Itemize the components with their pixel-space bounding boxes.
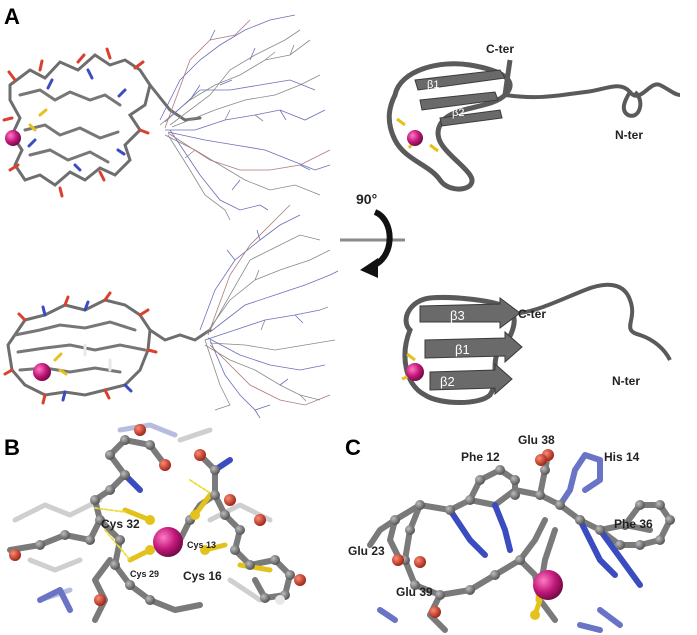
bottom-ribbon-cartoon bbox=[401, 282, 672, 405]
metal-ion-top-ensemble bbox=[5, 130, 21, 146]
metal-ion-top-ribbon bbox=[407, 130, 423, 146]
top-flexible-tail-lines bbox=[159, 14, 331, 221]
panel-a-letter: A bbox=[4, 4, 20, 29]
rotation-angle-label: 90° bbox=[356, 191, 377, 207]
label-cys13: Cys 13 bbox=[187, 540, 216, 550]
label-beta3-bottom: β3 bbox=[450, 308, 465, 323]
metal-ion-panel-b bbox=[153, 527, 183, 557]
metal-ion-panel-c bbox=[533, 570, 563, 600]
label-beta3-top: β3 bbox=[480, 83, 490, 93]
label-phe36: Phe 36 bbox=[614, 517, 653, 531]
bottom-ensemble-structure bbox=[3, 291, 212, 405]
metal-ion-bottom-ensemble bbox=[33, 363, 51, 381]
top-ensemble-structure bbox=[2, 47, 202, 198]
label-beta1-top: β1 bbox=[427, 79, 439, 91]
bottom-flexible-tail-lines bbox=[199, 204, 339, 419]
label-glu38: Glu 38 bbox=[518, 433, 555, 447]
label-phe12: Phe 12 bbox=[461, 450, 500, 464]
label-cys29: Cys 29 bbox=[130, 569, 159, 579]
panel-c-letter: C bbox=[345, 435, 361, 460]
metal-ion-bottom-ribbon bbox=[406, 363, 424, 381]
panel-b-letter: B bbox=[4, 435, 20, 460]
label-glu39: Glu 39 bbox=[396, 585, 433, 599]
label-c-ter-bottom: C-ter bbox=[518, 307, 546, 321]
label-beta2-top: β2 bbox=[452, 107, 464, 119]
label-c-ter-top: C-ter bbox=[486, 42, 514, 56]
panel-b-disulfide-structure bbox=[7, 422, 306, 623]
panel-c-residue-structure bbox=[367, 449, 675, 633]
label-cys16: Cys 16 bbox=[183, 569, 222, 583]
label-n-ter-top: N-ter bbox=[615, 128, 643, 142]
label-cys32: Cys 32 bbox=[101, 517, 140, 531]
rotation-arrow bbox=[340, 209, 405, 278]
label-glu23: Glu 23 bbox=[348, 544, 385, 558]
label-his14: His 14 bbox=[604, 450, 640, 464]
label-beta1-bottom: β1 bbox=[455, 342, 470, 357]
label-beta2-bottom: β2 bbox=[440, 374, 455, 389]
label-n-ter-bottom: N-ter bbox=[612, 374, 640, 388]
